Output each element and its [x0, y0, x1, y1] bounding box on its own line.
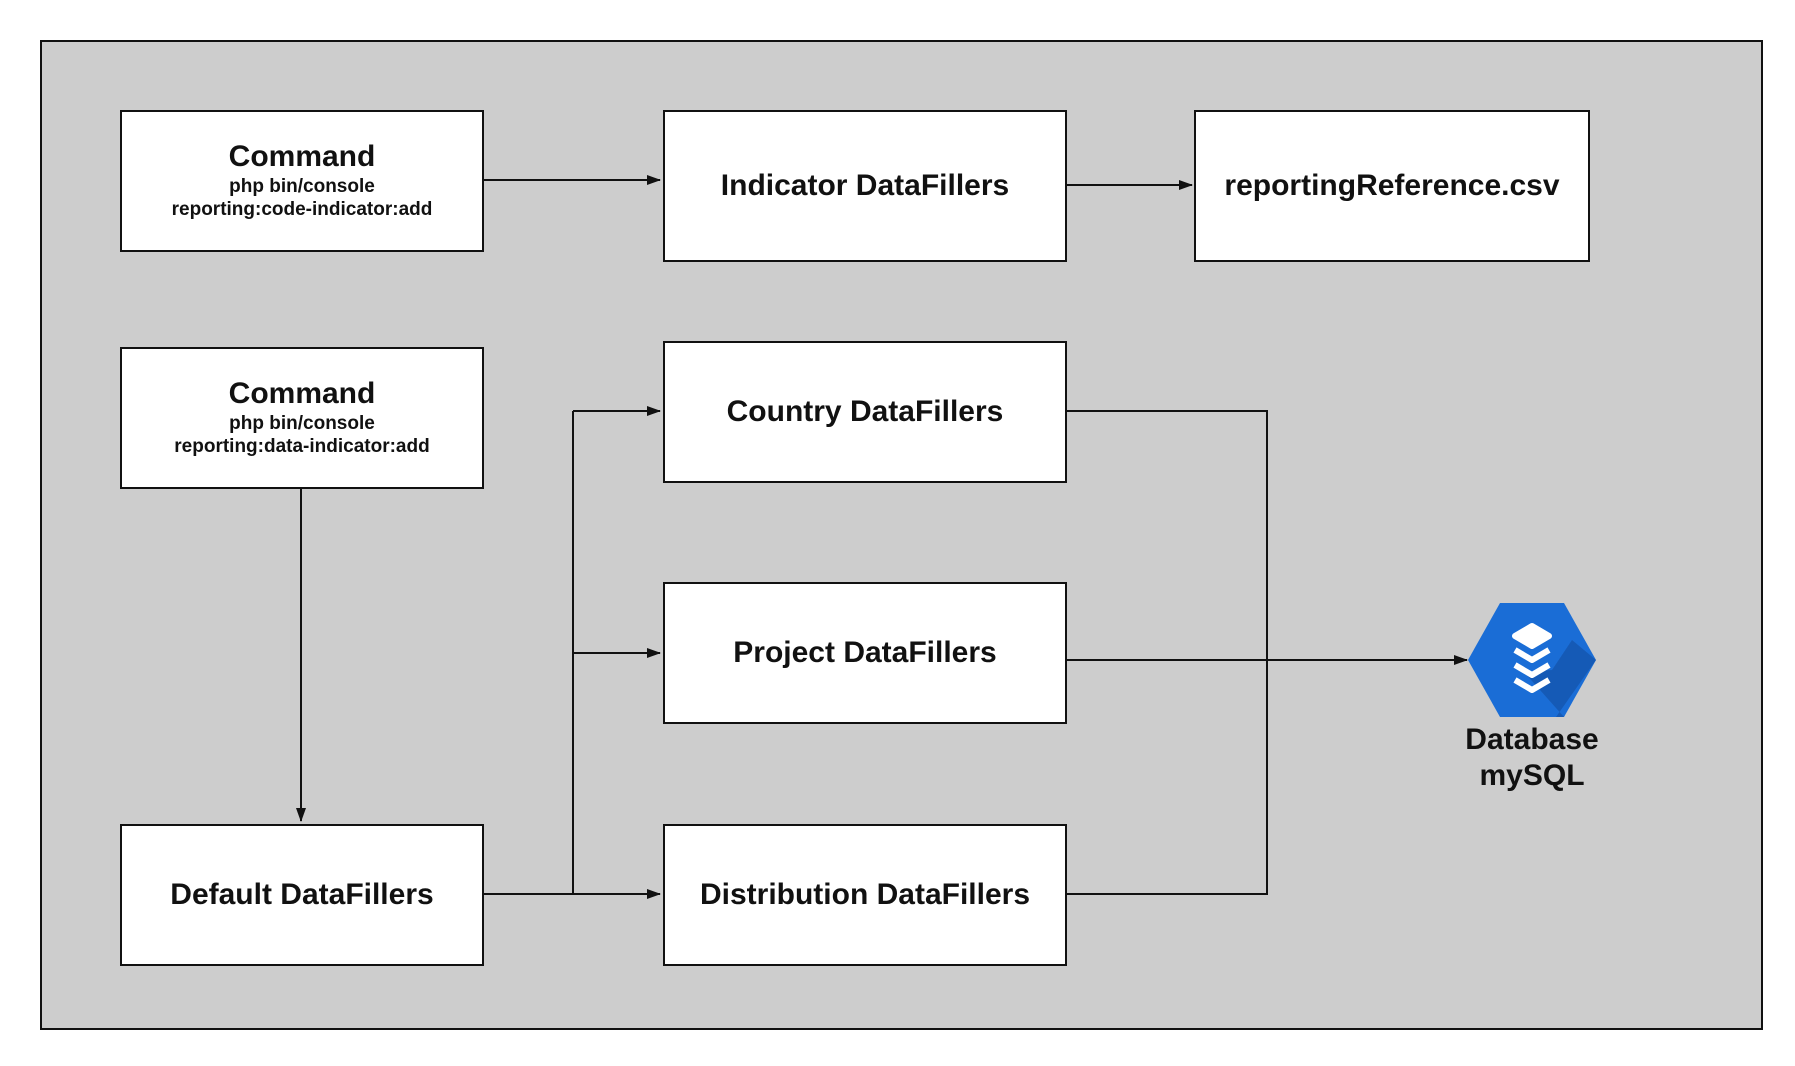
command-data-title: Command: [228, 377, 376, 410]
command-code-title: Command: [228, 140, 376, 173]
distribution-datafillers-node: Distribution DataFillers: [663, 824, 1067, 966]
country-datafillers-node: Country DataFillers: [663, 341, 1067, 483]
command-data-line1: php bin/console: [229, 412, 375, 434]
database-label: Database mySQL: [1432, 722, 1632, 794]
database-stack-icon: [1468, 603, 1596, 717]
country-title: Country DataFillers: [726, 394, 1004, 428]
command-code-indicator-node: Command php bin/console reporting:code-i…: [120, 110, 484, 252]
reporting-reference-csv-node: reportingReference.csv: [1194, 110, 1590, 262]
line-country-to-collector: [1066, 410, 1268, 895]
command-code-line2: reporting:code-indicator:add: [171, 199, 433, 221]
command-code-line1: php bin/console: [229, 175, 375, 197]
database-label-line2: mySQL: [1479, 759, 1585, 792]
distribution-title: Distribution DataFillers: [699, 877, 1031, 911]
command-data-line2: reporting:data-indicator:add: [174, 436, 430, 458]
default-title: Default DataFillers: [170, 877, 434, 911]
project-datafillers-node: Project DataFillers: [663, 582, 1067, 724]
default-datafillers-node: Default DataFillers: [120, 824, 484, 966]
indicator-title: Indicator DataFillers: [720, 168, 1010, 202]
database-label-line1: Database: [1465, 723, 1599, 756]
csv-title: reportingReference.csv: [1224, 168, 1560, 202]
command-data-indicator-node: Command php bin/console reporting:data-i…: [120, 347, 484, 489]
project-title: Project DataFillers: [733, 635, 997, 669]
indicator-datafillers-node: Indicator DataFillers: [663, 110, 1067, 262]
